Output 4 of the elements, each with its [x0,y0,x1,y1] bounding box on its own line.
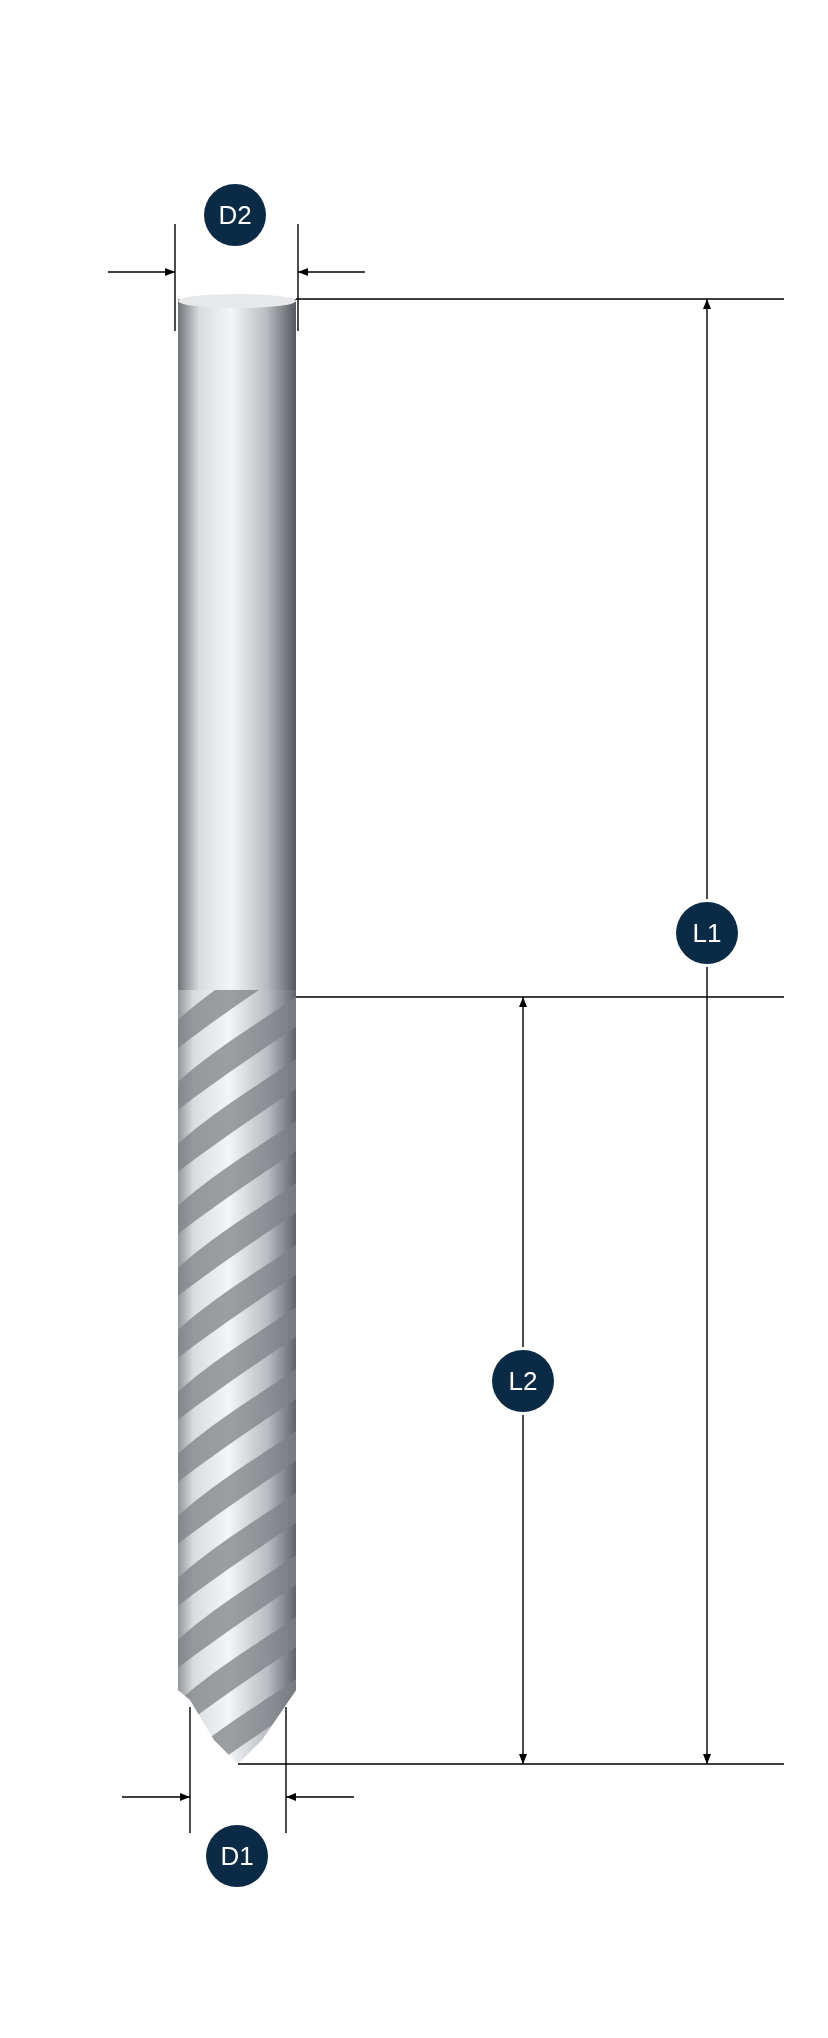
dimension-label: L2 [492,1350,554,1412]
dimension-label: L1 [676,902,738,964]
dimension-label: D1 [206,1825,268,1887]
dimension-label: D2 [204,184,266,246]
